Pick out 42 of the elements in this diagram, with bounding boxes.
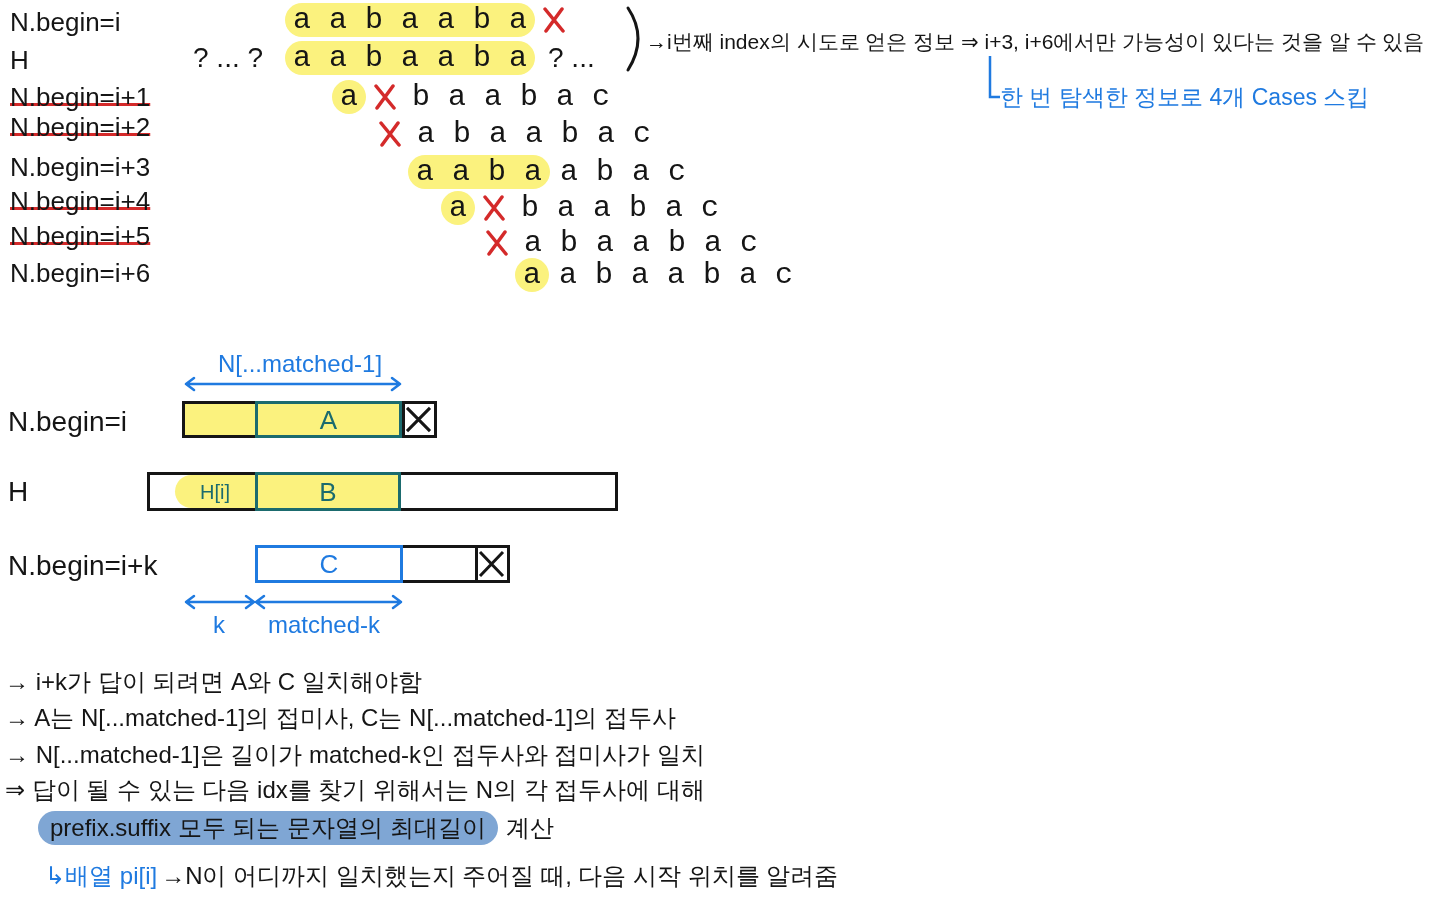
row-label: N.begin=i+k	[8, 550, 158, 582]
highlighted-letters: a a b a a b a	[285, 3, 536, 37]
annotation-text: 한 번 탐색한 정보로 4개 Cases 스킵	[1000, 82, 1370, 112]
highlighted-letters: a	[515, 258, 549, 292]
letter-sequence: b a a b a c	[521, 192, 720, 224]
dimension-label: k	[213, 610, 225, 640]
row-label: H	[8, 476, 29, 508]
letter-sequence: a b a a b a c	[417, 118, 652, 150]
string-bar	[182, 401, 437, 438]
dimension-label: N[...matched-1]	[218, 349, 383, 379]
row-label: N.begin=i	[10, 7, 121, 37]
segment-box: C	[255, 545, 403, 583]
note-text: → A는 N[...matched-1]의 접미사, C는 N[...matched-1]의 접두사	[5, 703, 676, 733]
highlighted-letters: a a b a a b a	[285, 41, 536, 75]
note-text: ⇒ 답이 될 수 있는 다음 idx를 찾기 위해서는 N의 각 접두사에 대해	[5, 775, 706, 805]
letter-sequence: a b a a b a c	[559, 259, 794, 291]
highlighted-letters: a	[332, 80, 366, 114]
note-text: 계산	[505, 813, 554, 843]
note-text: →i번째 index의 시도로 얻은 정보 ⇒ i+3, i+6에서만 가능성이 있다는 것을 알 수 있음	[646, 28, 1425, 56]
dimension-label: matched-k	[268, 610, 381, 640]
note-text: ↳배열 pi[i]	[45, 861, 158, 891]
row-label: N.begin=i+3	[10, 152, 151, 182]
letter-sequence: b a a b a c	[412, 81, 611, 113]
highlighted-phrase: prefix.suffix 모두 되는 문자열의 최대길이	[38, 811, 498, 845]
string-bar	[255, 545, 510, 583]
segment-box: A	[255, 401, 402, 438]
highlighted-letters: a	[441, 191, 475, 225]
note-text: →N이 어디까지 일치했는지 주어질 때, 다음 시작 위치를 알려줌	[161, 861, 839, 891]
letter-sequence: a b a a b a c	[524, 227, 759, 259]
placeholder-marks: ? ...	[548, 42, 595, 74]
row-label: N.begin=i	[8, 406, 128, 438]
note-text: → N[...matched-1]은 길이가 matched-k인 접두사와 접미사가 일치	[5, 740, 706, 770]
row-label: H	[10, 45, 29, 75]
highlighted-segment: H[i]	[175, 475, 255, 508]
placeholder-marks: ? ... ?	[193, 42, 264, 74]
row-label: N.begin=i+6	[10, 258, 151, 288]
connector-line	[988, 56, 1000, 99]
segment-box: B	[255, 472, 401, 511]
note-text: → i+k가 답이 되려면 A와 C 일치해야함	[5, 667, 422, 697]
highlighted-letters: a a b a	[408, 155, 551, 189]
letter-sequence: a b a c	[560, 156, 687, 188]
string-bar	[147, 472, 618, 511]
